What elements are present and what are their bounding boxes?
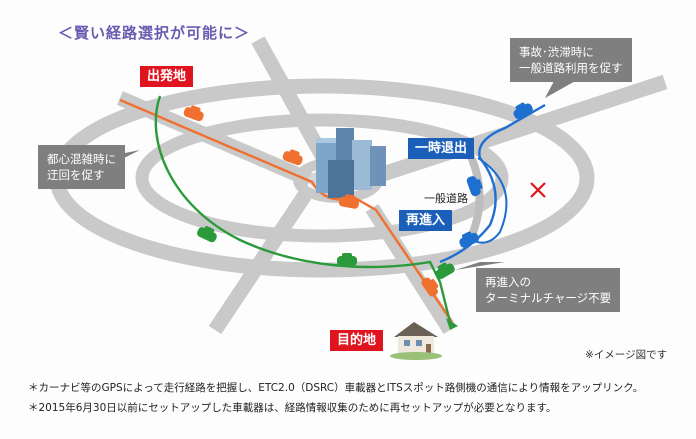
callout-detour-line-1: 都心混雑時に xyxy=(47,152,116,166)
car-icon xyxy=(421,277,439,297)
diagram-title: ＜賢い経路選択が可能に＞ xyxy=(58,24,251,42)
arrow-head-icon xyxy=(446,318,458,330)
start-label: 出発地 xyxy=(140,66,194,87)
callout-accident-line-1: 事故･渋滞時に xyxy=(519,45,594,59)
building-icon xyxy=(316,128,386,198)
callout-accident: 事故･渋滞時に 一般道路利用を促す xyxy=(510,38,632,82)
callout-detour-line-2: 迂回を促す xyxy=(47,168,105,182)
callout-reentry-line-1: 再進入の xyxy=(485,275,531,289)
house-icon xyxy=(390,322,442,360)
car-icon xyxy=(459,231,480,248)
route-blue-exit xyxy=(471,157,508,244)
route-orange xyxy=(119,98,453,323)
callout-detour: 都心混雑時に 迂回を促す xyxy=(38,145,125,189)
cars xyxy=(183,102,533,297)
car-icon xyxy=(183,105,204,122)
car-icon xyxy=(197,226,217,243)
general-road-label: 一般道路 xyxy=(424,192,468,205)
exit-label: 一時退出 xyxy=(408,138,475,159)
destination-label: 目的地 xyxy=(330,330,384,351)
car-icon xyxy=(337,253,357,266)
image-note: ※イメージ図です xyxy=(585,349,668,361)
footnote-1: ＊カーナビ等のGPSによって走行経路を把握し、ETC2.0（DSRC）車載器とI… xyxy=(28,382,644,394)
reentry-label: 再進入 xyxy=(399,210,453,231)
callout-reentry-line-2: ターミナルチャージ不要 xyxy=(485,291,612,305)
callout-reentry: 再進入の ターミナルチャージ不要 xyxy=(476,268,621,312)
car-icon xyxy=(466,176,483,197)
car-icon xyxy=(338,194,360,209)
route-green xyxy=(154,95,452,323)
car-icon xyxy=(282,149,303,166)
car-icon xyxy=(513,102,533,120)
callout-accident-line-2: 一般道路利用を促す xyxy=(519,61,623,75)
car-icon xyxy=(435,262,455,280)
footnote-2: ＊2015年6月30日以前にセットアップした車載器は、経路情報収集のために再セッ… xyxy=(28,402,557,414)
blocked-x-icon xyxy=(530,182,546,198)
general-road xyxy=(464,148,484,242)
